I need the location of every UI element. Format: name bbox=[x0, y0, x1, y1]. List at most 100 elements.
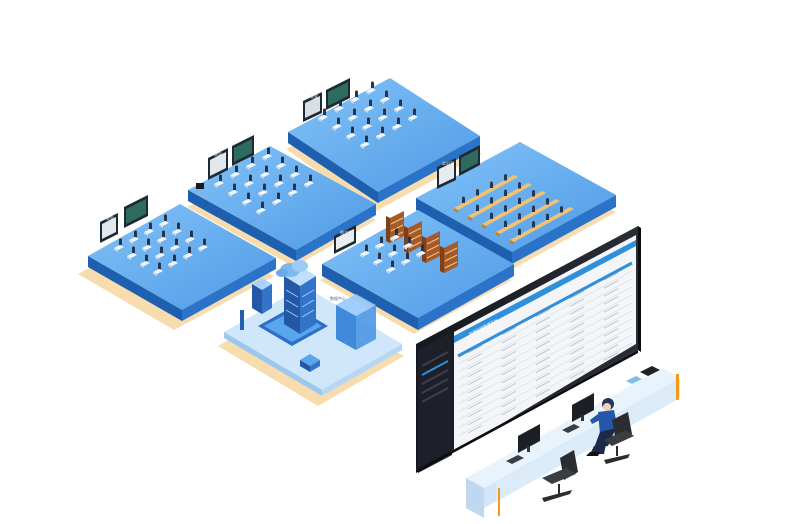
lab-bench-icon bbox=[496, 198, 560, 237]
monitor-icon bbox=[562, 393, 594, 433]
desk-seat-icon bbox=[230, 165, 240, 179]
platform-label: 图书馆 bbox=[340, 229, 352, 235]
desk-seat-icon bbox=[288, 183, 298, 197]
desk-seat-icon bbox=[416, 244, 426, 258]
desk-seat-icon bbox=[127, 246, 137, 260]
desk-seat-icon bbox=[375, 236, 385, 250]
table-row bbox=[457, 326, 633, 421]
desk-seat-icon bbox=[242, 192, 252, 206]
desk-seat-icon bbox=[159, 214, 169, 228]
desk-seat-icon bbox=[380, 90, 390, 104]
platform-label: 数据中心 bbox=[330, 295, 346, 301]
platform-label: 教室 bbox=[106, 215, 114, 221]
desk-seat-icon bbox=[142, 238, 152, 252]
desk-seat-icon bbox=[378, 108, 388, 122]
operator-person-icon bbox=[586, 398, 618, 456]
desk-seat-icon bbox=[129, 230, 139, 244]
desk-seat-icon bbox=[364, 99, 374, 113]
desk-seat-icon bbox=[350, 90, 360, 104]
desk-seat-icon bbox=[258, 183, 268, 197]
table-row bbox=[457, 302, 633, 397]
board-icon bbox=[208, 135, 254, 180]
desk-seat-icon bbox=[332, 117, 342, 131]
desk-seat-icon bbox=[390, 228, 400, 242]
desk-seat-icon bbox=[360, 244, 370, 258]
student-desks bbox=[318, 81, 418, 149]
desk-seat-icon bbox=[114, 238, 124, 252]
desk-seat-icon bbox=[214, 174, 224, 188]
monitor-icon bbox=[506, 424, 540, 464]
desk-seat-icon bbox=[388, 244, 398, 258]
desk-seat-icon bbox=[157, 230, 167, 244]
platform-label: 实训室 bbox=[442, 160, 454, 166]
desk-seat-icon bbox=[392, 117, 402, 131]
platform-label: 教室 bbox=[310, 93, 318, 99]
table-row bbox=[457, 342, 633, 437]
desk-seat-icon bbox=[172, 222, 182, 236]
desk-seat-icon bbox=[262, 147, 272, 161]
desk-seat-icon bbox=[155, 246, 165, 260]
desk-seat-icon bbox=[198, 238, 208, 252]
desk-seat-icon bbox=[244, 174, 254, 188]
lab-bench-icon bbox=[468, 182, 532, 221]
desk-seat-icon bbox=[185, 230, 195, 244]
desk-seat-icon bbox=[401, 252, 411, 266]
platform-label: 教室 bbox=[214, 151, 222, 157]
cloud-icon bbox=[276, 260, 308, 277]
reading-desks bbox=[360, 228, 426, 274]
platform-mid-classroom: 教室 bbox=[187, 135, 376, 267]
table-row bbox=[457, 318, 633, 413]
desk-seat-icon bbox=[318, 108, 328, 122]
office-chair-icon bbox=[604, 412, 634, 464]
desk-seat-icon bbox=[153, 262, 163, 276]
lab-bench-icon bbox=[510, 206, 574, 245]
desk-seat-icon bbox=[366, 81, 376, 95]
desk-seat-icon bbox=[348, 108, 358, 122]
desk-seat-icon bbox=[276, 156, 286, 170]
desk-seat-icon bbox=[386, 260, 396, 274]
desk-seat-icon bbox=[373, 252, 383, 266]
desk-seat-icon bbox=[408, 108, 418, 122]
desk-seat-icon bbox=[362, 117, 372, 131]
table-row bbox=[457, 261, 633, 358]
desk-seat-icon bbox=[272, 192, 282, 206]
desk-seat-icon bbox=[403, 236, 413, 250]
bookshelf-icon bbox=[386, 211, 458, 273]
table-row bbox=[457, 294, 633, 389]
desk-seat-icon bbox=[376, 126, 386, 140]
desk-seat-icon bbox=[260, 165, 270, 179]
desk-seat-icon bbox=[360, 135, 370, 149]
video-wall: 智慧校园管理平台 bbox=[416, 226, 641, 473]
desk-seat-icon bbox=[256, 201, 266, 215]
desk-seat-icon bbox=[394, 99, 404, 113]
data-table bbox=[457, 261, 633, 437]
desk-seat-icon bbox=[304, 174, 314, 188]
table-row bbox=[457, 310, 633, 405]
desk-seat-icon bbox=[274, 174, 284, 188]
platform-left-classroom: 教室 bbox=[78, 195, 276, 330]
desk-seat-icon bbox=[334, 99, 344, 113]
student-desks bbox=[214, 147, 314, 215]
lab-bench-icon bbox=[482, 190, 546, 229]
table-row bbox=[457, 286, 633, 381]
server-rack-icon bbox=[252, 278, 272, 314]
operator-desk bbox=[466, 366, 680, 518]
desk-seat-icon bbox=[144, 222, 154, 236]
lab-benches bbox=[454, 174, 574, 245]
board-icon bbox=[303, 78, 350, 122]
lab-bench-icon bbox=[454, 174, 518, 213]
desk-seat-icon bbox=[140, 254, 150, 268]
desk-seat-icon bbox=[168, 254, 178, 268]
table-row bbox=[457, 278, 633, 373]
desk-seat-icon bbox=[170, 238, 180, 252]
desk-seat-icon bbox=[246, 156, 256, 170]
desk-seat-icon bbox=[346, 126, 356, 140]
glass-box-icon bbox=[336, 294, 376, 350]
desk-seat-icon bbox=[228, 183, 238, 197]
platform-datacenter: 数据中心 bbox=[218, 260, 404, 406]
table-row bbox=[457, 270, 633, 365]
table-row bbox=[457, 334, 633, 429]
sidebar-nav bbox=[421, 351, 449, 403]
office-chair-icon bbox=[542, 450, 578, 502]
